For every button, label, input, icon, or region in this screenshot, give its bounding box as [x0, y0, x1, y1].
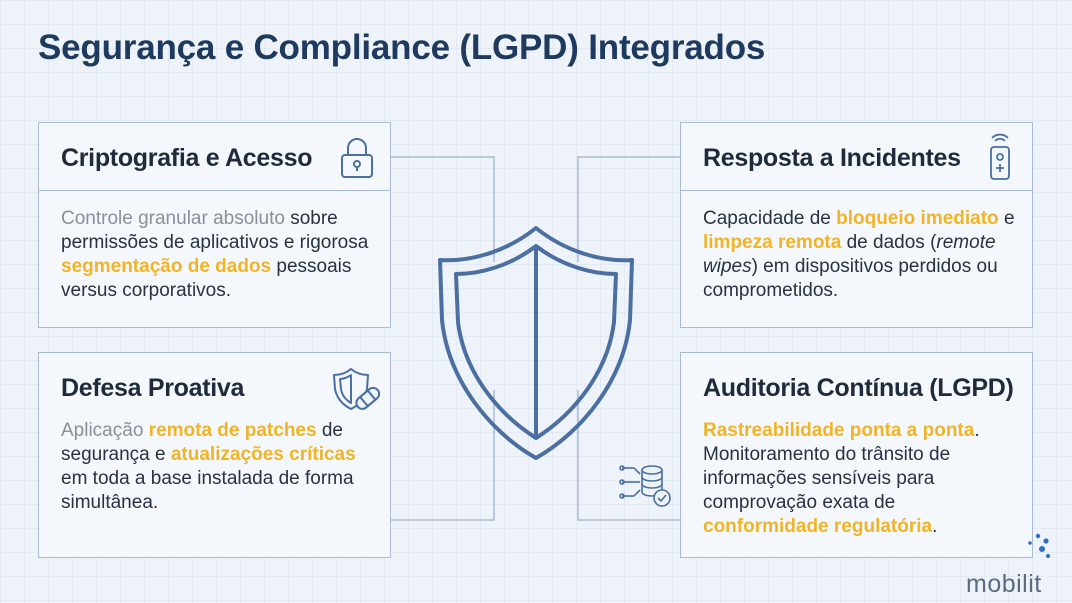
text-segment: Capacidade de	[703, 208, 837, 229]
card-crypto: Criptografia e Acesso Controle granular …	[38, 122, 391, 328]
padlock-icon	[341, 138, 373, 178]
card-title: Defesa Proativa	[61, 374, 245, 402]
text-segment: segmentação de dados	[61, 256, 272, 277]
card-incident: Resposta a Incidentes Capacidade de bloq…	[680, 122, 1033, 328]
text-segment: ) em dispositivos perdidos ou comprometi…	[703, 256, 998, 301]
text-segment: e	[998, 208, 1015, 229]
text-segment: .	[932, 516, 938, 537]
text-segment: Rastreabilidade ponta a ponta	[703, 420, 975, 441]
page-title: Segurança e Compliance (LGPD) Integrados	[38, 28, 766, 67]
text-segment: Controle granular absoluto	[61, 208, 285, 229]
card-title: Auditoria Contínua (LGPD)	[703, 374, 1014, 402]
text-segment: bloqueio imediato	[836, 208, 999, 229]
card-defense: Defesa Proativa Aplicação remota de patc…	[38, 352, 391, 558]
card-title: Resposta a Incidentes	[703, 144, 961, 172]
card-header	[681, 123, 1032, 191]
text-segment: de segurança e	[61, 420, 343, 465]
logo-dots-icon	[1028, 533, 1050, 558]
text-segment: sobre permissões de aplicativos e rigoro…	[61, 208, 369, 253]
text-segment: . Monitoramento do trânsito de informaçõ…	[703, 420, 980, 513]
database-check-icon	[619, 465, 671, 507]
text-segment: limpeza remota	[703, 232, 842, 253]
brand-logo: mobilit	[966, 570, 1042, 598]
card-body: Controle granular absoluto sobre permiss…	[61, 207, 374, 303]
card-body: Capacidade de bloqueio imediato e limpez…	[703, 207, 1016, 303]
text-segment: pessoais versus corporativos.	[61, 256, 352, 301]
card-body: Rastreabilidade ponta a ponta. Monitoram…	[703, 419, 1016, 539]
text-segment: remote wipes	[703, 232, 996, 277]
text-segment: em toda a base instalada de forma simult…	[61, 468, 354, 513]
card-title: Criptografia e Acesso	[61, 144, 313, 172]
text-segment: remota de patches	[148, 420, 317, 441]
card-audit: Auditoria Contínua (LGPD) Rastreabilidad…	[680, 352, 1033, 558]
card-header	[39, 123, 390, 191]
text-segment: Aplicação	[61, 420, 149, 441]
card-body: Aplicação remota de patches de segurança…	[61, 419, 374, 515]
mobile-remote-icon	[990, 133, 1010, 180]
text-segment: de dados (	[841, 232, 937, 253]
shield-patch-icon	[333, 368, 381, 410]
text-segment: conformidade regulatória	[703, 516, 933, 537]
text-segment: atualizações críticas	[170, 444, 356, 465]
